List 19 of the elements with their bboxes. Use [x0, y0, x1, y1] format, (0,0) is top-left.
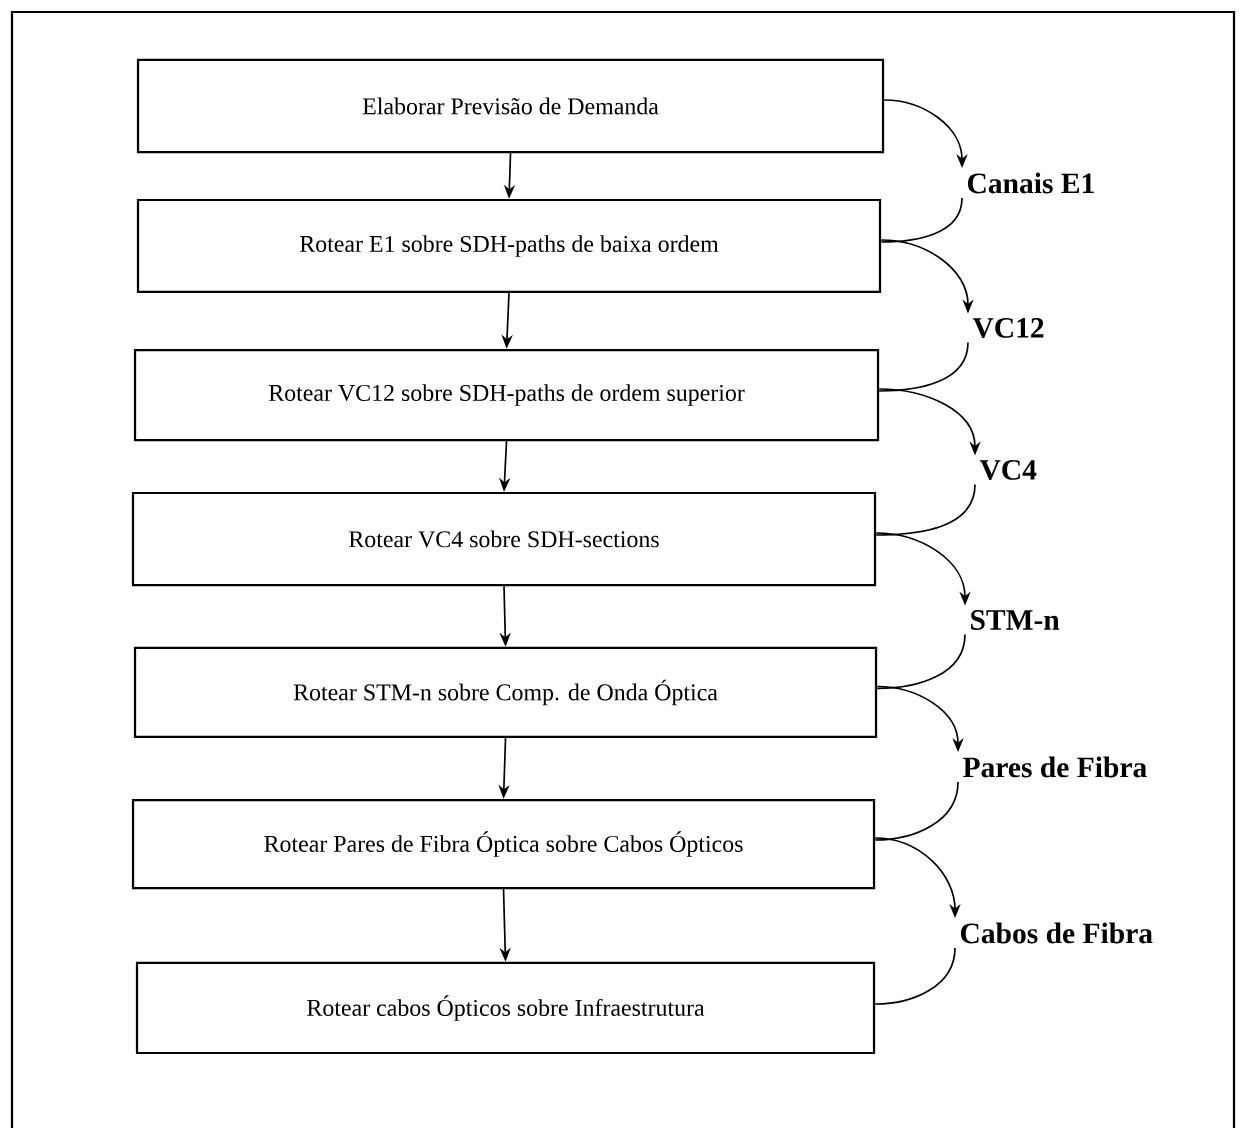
flow-label: Canais E1: [967, 172, 1094, 194]
flow-label: Pares de Fibra: [963, 756, 1147, 778]
flow-label: VC12: [972, 318, 1044, 338]
curved-line: [874, 947, 956, 1005]
flow-label: STM-n: [971, 610, 1060, 630]
process-box: Rotear VC4 sobre SDH-sections: [131, 491, 877, 587]
process-box: Elaborar Previsão de Demanda: [136, 58, 885, 154]
process-box: Rotear VC12 sobre SDH-paths de ordem superior: [133, 348, 880, 442]
process-box: Rotear cabos Ópticos sobre Infraestrutura: [135, 961, 876, 1055]
flow-label: VC4: [979, 460, 1037, 480]
curved-line: [876, 633, 966, 690]
process-box: Rotear Pares de Fibra Óptica sobre Cabos Ópticos: [131, 798, 876, 890]
process-box: Rotear E1 sobre SDH-paths de baixa ordem: [136, 198, 882, 294]
curved-line: [880, 197, 963, 243]
curved-line: [878, 341, 969, 392]
process-box: Rotear STM-n sobre Comp. de Onda Óptica: [133, 646, 878, 739]
curved-line: [874, 781, 959, 841]
flow-label: Cabos de Fibra: [960, 922, 1153, 944]
curved-line: [875, 483, 976, 536]
